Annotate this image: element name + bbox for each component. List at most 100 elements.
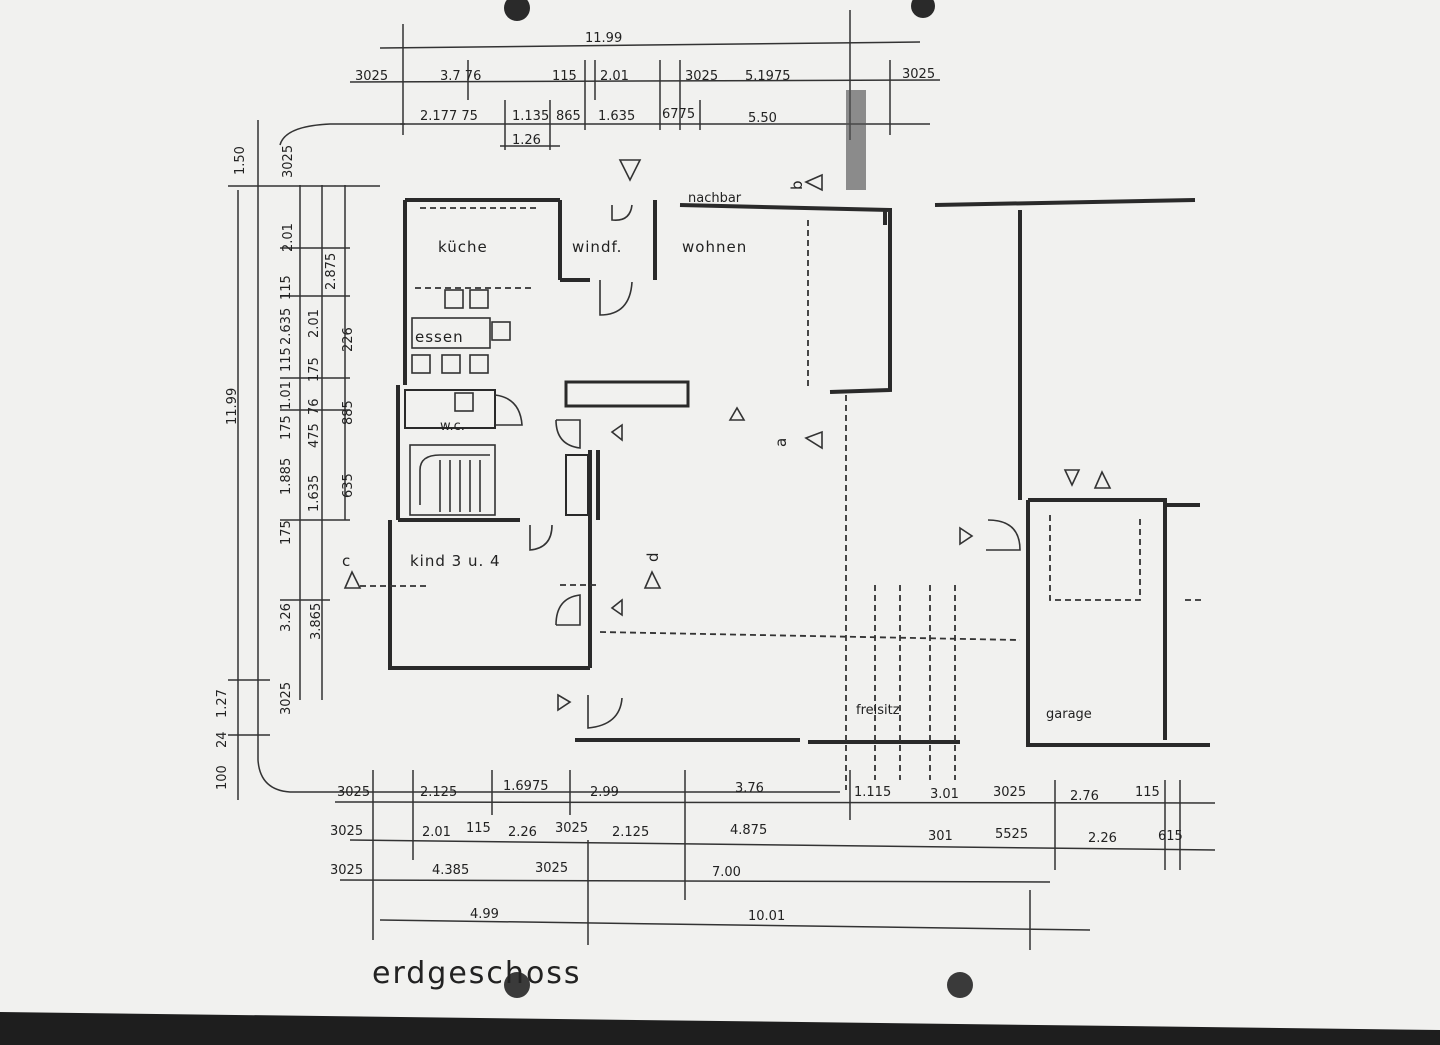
dim-label: 2.177 75 (420, 109, 478, 124)
dim-label: 24 (215, 731, 230, 748)
dim-label: 2.01 (281, 223, 296, 252)
doors (494, 204, 1021, 729)
dim-label: 2.875 (324, 253, 339, 290)
dim-label: 2.635 (279, 308, 294, 345)
dim-label: 4.99 (470, 907, 499, 922)
dim-label: 175 (279, 520, 294, 545)
dim-label: 3.26 (279, 603, 294, 632)
dim-label: 3025 (993, 785, 1026, 800)
dimension-chains-bottom (334, 770, 1216, 950)
dim-label: 5.1975 (745, 69, 791, 84)
dim-label: 1.01 (279, 381, 294, 410)
dim-label: 115 (552, 69, 577, 84)
dim-label: 3025 (355, 69, 388, 84)
dim-label: 1.135 (512, 109, 549, 124)
dimension-labels-bottom: 3025 2.125 1.6975 2.99 3.76 1.115 3.01 3… (330, 779, 1183, 924)
dim-label: 1.885 (279, 458, 294, 495)
dim-label: 2.125 (612, 825, 649, 840)
dim-label: 115 (1135, 785, 1160, 800)
room-label-windfang: windf. (572, 238, 622, 256)
dim-label: 615 (1158, 829, 1183, 844)
room-label-garage: garage (1046, 707, 1092, 722)
dim-label: 3025 (685, 69, 718, 84)
dim-label: 3025 (281, 145, 296, 178)
dim-label: 2.01 (422, 825, 451, 840)
dim-label: 301 (928, 829, 953, 844)
dim-label: 4.875 (730, 823, 767, 838)
dimension-chains-left (228, 120, 840, 800)
room-labels: küche windf. wohnen nachbar essen w.c. k… (410, 191, 1092, 722)
dim-label: 5525 (995, 827, 1028, 842)
section-mark-d: d (644, 551, 662, 562)
section-mark-c: c (342, 552, 351, 570)
dim-label: 1.115 (854, 785, 891, 800)
dim-label: 5.50 (748, 111, 777, 126)
dim-label: 2.125 (420, 785, 457, 800)
section-mark-a: a (772, 437, 790, 447)
dim-label: 3025 (555, 821, 588, 836)
dim-overall-width: 11.99 (585, 31, 622, 46)
dim-label: 1.26 (512, 133, 541, 148)
dim-label: 3025 (337, 785, 370, 800)
dim-label: 10.01 (748, 909, 785, 924)
dim-label: 115 (466, 821, 491, 836)
dim-label: 175 (279, 415, 294, 440)
dimension-labels-left: 11.99 1.50 100 24 1.27 3025 2.01 115 2.6… (215, 145, 356, 790)
walls (388, 198, 1210, 747)
dim-label: 1.635 (307, 475, 322, 512)
dimension-labels-top: 11.99 3025 3.7 76 115 2.01 3025 5.1975 3… (355, 31, 935, 148)
dim-label: 2.99 (590, 785, 619, 800)
dim-label: 3.76 (735, 781, 764, 796)
section-mark-labels: b a c d (342, 179, 806, 570)
dim-label: 3025 (902, 67, 935, 82)
punch-hole (947, 972, 973, 998)
stairs (409, 444, 496, 516)
dim-label: 2.26 (1088, 831, 1117, 846)
dim-label: 4.385 (432, 863, 469, 878)
dim-overall-depth: 11.99 (225, 388, 240, 425)
dim-label: 175 (307, 357, 322, 382)
dim-label: 76 (307, 398, 322, 415)
dim-label: 3025 (535, 861, 568, 876)
room-label-essen: essen (415, 328, 464, 346)
room-label-wohnen: wohnen (682, 238, 747, 256)
dim-label: 3025 (330, 824, 363, 839)
dim-label: 475 (307, 423, 322, 448)
dim-label: 2.26 (508, 825, 537, 840)
section-mark-b: b (788, 179, 806, 190)
dim-label: 100 (215, 765, 230, 790)
dim-label: 226 (341, 327, 356, 352)
dim-label: 2.01 (307, 309, 322, 338)
dim-label: 2.76 (1070, 789, 1099, 804)
section-markers (343, 159, 1112, 712)
furniture (411, 289, 511, 412)
dim-label: 865 (556, 109, 581, 124)
room-label-nachbar: nachbar (688, 191, 742, 206)
dim-label: 3.7 76 (440, 69, 481, 84)
dim-label: 3025 (330, 863, 363, 878)
room-label-kind: kind 3 u. 4 (410, 552, 501, 570)
dim-label: 3.865 (309, 603, 324, 640)
wc-block (404, 389, 496, 429)
dim-label: 1.635 (598, 109, 635, 124)
dim-label: 2.01 (600, 69, 629, 84)
neighbour-wall-hatch (846, 90, 866, 190)
dim-label: 885 (341, 400, 356, 425)
dim-label: 1.50 (233, 146, 248, 175)
dim-label: 3025 (279, 682, 294, 715)
room-label-freisitz: freisitz (856, 703, 900, 718)
dim-label: 1.6975 (503, 779, 549, 794)
dashed-lines (360, 207, 1205, 790)
beam (564, 380, 690, 408)
punch-hole (504, 0, 530, 21)
dim-label: 635 (341, 473, 356, 498)
dim-label: 1.27 (215, 689, 230, 718)
plan-title: erdgeschoss (372, 956, 582, 991)
chimney (565, 454, 589, 516)
room-label-wc: w.c. (440, 419, 465, 434)
dim-label: 7.00 (712, 865, 741, 880)
dim-label: 115 (279, 275, 294, 300)
